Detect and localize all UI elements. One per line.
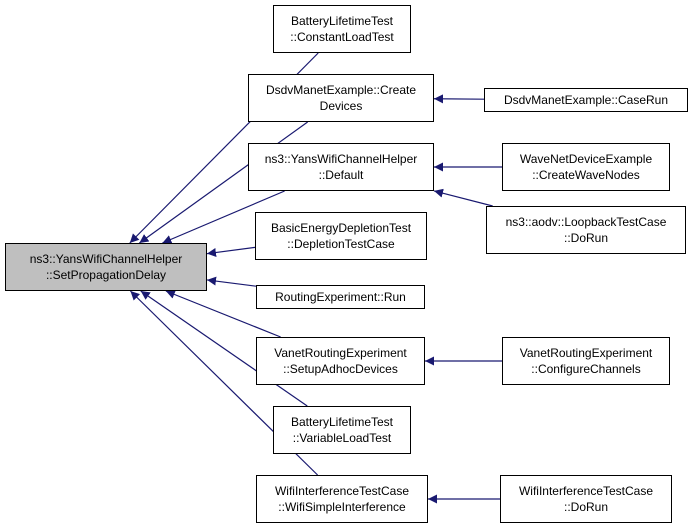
edge-yans_default-to-root xyxy=(162,190,285,244)
node-label-line1: ns3::YansWifiChannelHelper xyxy=(29,252,183,266)
node-label-line2: ::DepletionTestCase xyxy=(287,237,395,251)
node-label-line2: ::Default xyxy=(318,168,364,182)
node-label-line2: ::ConstantLoadTest xyxy=(290,30,394,44)
node-vanet-setup-adhoc-devices[interactable]: VanetRoutingExperiment ::SetupAdhocDevic… xyxy=(256,337,425,385)
node-label-line2: ::WifiSimpleInterference xyxy=(278,500,406,514)
node-label-line1: BatteryLifetimeTest xyxy=(290,14,394,28)
node-vanet-configure-channels[interactable]: VanetRoutingExperiment ::ConfigureChanne… xyxy=(502,337,670,385)
node-dsdv-create-devices[interactable]: DsdvManetExample::Create Devices xyxy=(248,74,434,122)
node-label-line2: ::VariableLoadTest xyxy=(292,431,392,445)
node-label-line2: Devices xyxy=(319,99,363,113)
node-label-line1: DsdvManetExample::CaseRun xyxy=(503,93,669,107)
edge-vanet_setup-to-root xyxy=(165,290,281,338)
node-dsdv-case-run[interactable]: DsdvManetExample::CaseRun xyxy=(484,88,688,112)
edge-basic_energy-to-root xyxy=(206,246,256,257)
edge-aodv_loopback-to-yans_default xyxy=(433,188,493,207)
node-basic-energy-depletion-test-case[interactable]: BasicEnergyDepletionTest ::DepletionTest… xyxy=(255,212,427,260)
node-battery-lifetime-variable-load[interactable]: BatteryLifetimeTest ::VariableLoadTest xyxy=(273,406,411,454)
node-label-line1: VanetRoutingExperiment xyxy=(519,346,653,360)
node-label-line2: ::SetupAdhocDevices xyxy=(283,362,398,376)
node-label-line1: BasicEnergyDepletionTest xyxy=(270,221,412,235)
node-label-line2: ::SetPropagationDelay xyxy=(45,268,167,282)
edge-routing_run-to-root xyxy=(206,276,257,287)
edge-dsdv_create-to-root xyxy=(139,121,308,244)
node-label-line1: WifiInterferenceTestCase xyxy=(274,484,410,498)
node-label-line2: ::CreateWaveNodes xyxy=(532,168,640,182)
node-yans-wifi-channel-helper-default[interactable]: ns3::YansWifiChannelHelper ::Default xyxy=(248,143,434,191)
node-battery-lifetime-constant-load[interactable]: BatteryLifetimeTest ::ConstantLoadTest xyxy=(273,5,411,53)
node-wifi-interference-do-run[interactable]: WifiInterferenceTestCase ::DoRun xyxy=(500,475,672,523)
node-label-line1: VanetRoutingExperiment xyxy=(274,346,407,360)
node-routing-experiment-run[interactable]: RoutingExperiment::Run xyxy=(256,285,425,309)
edge-battery_variable-to-root xyxy=(140,290,308,407)
node-wave-net-device-create-wave-nodes[interactable]: WaveNetDeviceExample ::CreateWaveNodes xyxy=(502,143,670,191)
node-label-line2: ::DoRun xyxy=(563,500,609,514)
node-label-line2: ::ConfigureChannels xyxy=(531,362,641,376)
node-label-line1: ns3::YansWifiChannelHelper xyxy=(264,152,418,166)
node-root-set-propagation-delay: ns3::YansWifiChannelHelper ::SetPropagat… xyxy=(5,243,207,291)
node-aodv-loopback-test-case-do-run[interactable]: ns3::aodv::LoopbackTestCase ::DoRun xyxy=(486,206,686,254)
node-label-line1: ns3::aodv::LoopbackTestCase xyxy=(505,215,667,229)
node-label-line2: ::DoRun xyxy=(563,231,609,245)
node-label-line1: WifiInterferenceTestCase xyxy=(518,484,654,498)
node-label-line1: RoutingExperiment::Run xyxy=(275,290,406,304)
node-label-line1: BatteryLifetimeTest xyxy=(290,415,394,429)
node-label-line1: DsdvManetExample::Create xyxy=(265,83,417,97)
node-wifi-interference-simple-interference[interactable]: WifiInterferenceTestCase ::WifiSimpleInt… xyxy=(256,475,428,523)
node-label-line1: WaveNetDeviceExample xyxy=(519,152,653,166)
